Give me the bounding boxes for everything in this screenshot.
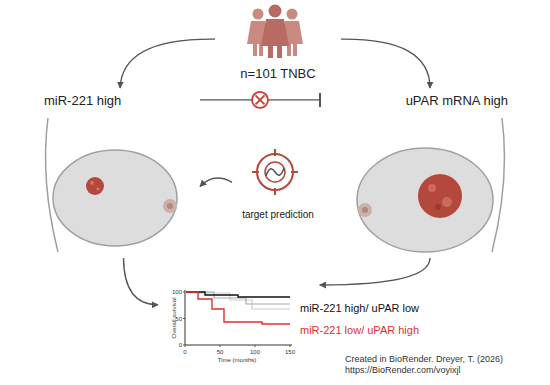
body xyxy=(261,19,289,58)
flow-arrow xyxy=(124,258,159,305)
areola xyxy=(163,199,177,213)
flow-arrow xyxy=(200,178,232,187)
breast-left xyxy=(46,118,177,252)
connector-path xyxy=(124,258,159,305)
flow-arrow xyxy=(120,39,215,88)
head xyxy=(287,9,298,20)
survival-curve xyxy=(186,292,290,304)
breast-right xyxy=(357,118,504,252)
areola xyxy=(358,203,372,217)
connector-path xyxy=(120,39,215,88)
breast xyxy=(53,150,177,246)
node-text: miR-221 high xyxy=(44,94,121,109)
crosshair xyxy=(252,149,298,195)
target-ring xyxy=(265,162,285,182)
target-ring xyxy=(257,154,293,190)
connector-path xyxy=(320,258,430,285)
breast xyxy=(357,148,493,252)
group-node: uPAR mRNA high xyxy=(320,88,520,258)
tick-label: 150 xyxy=(285,349,295,356)
node-text: miR-221 low/ uPAR high xyxy=(300,324,419,337)
node-text: miR-221 high/ uPAR low xyxy=(300,302,419,315)
nipple xyxy=(362,207,368,213)
head xyxy=(253,9,264,20)
chart-axes xyxy=(185,290,292,345)
connector-path xyxy=(341,39,430,88)
tick-label: 50 xyxy=(175,315,182,322)
survival-curve xyxy=(186,292,290,324)
node-text: n=101 TNBC xyxy=(215,67,341,82)
inhibition-line xyxy=(200,92,320,108)
blocked-symbol xyxy=(252,92,268,108)
tumor xyxy=(86,177,104,195)
tumor xyxy=(418,174,462,218)
axis-title: Time (months) xyxy=(218,357,256,364)
group-node: miR-221 high xyxy=(30,88,200,258)
connector-path xyxy=(200,178,232,187)
tick-label: 100 xyxy=(172,289,182,296)
survival-curve xyxy=(186,292,290,297)
blocked-cross xyxy=(256,95,265,104)
cohort-node: n=101 TNBC xyxy=(215,4,341,82)
tick-label: 100 xyxy=(250,349,260,356)
target-icon xyxy=(252,149,298,195)
tick-label: 50 xyxy=(217,349,224,356)
tumor-spot xyxy=(90,181,94,185)
node-text: uPAR mRNA high xyxy=(406,94,508,109)
head xyxy=(269,5,282,18)
tumor-spot xyxy=(435,204,441,210)
tick-label: 0 xyxy=(183,349,186,356)
tumor-spot xyxy=(96,187,99,190)
people-icon xyxy=(247,5,303,59)
tumor-spot xyxy=(428,184,436,192)
tumor-spot xyxy=(442,197,452,207)
flow-arrow xyxy=(320,258,430,285)
node-text: target prediction xyxy=(232,209,324,221)
credit-note: Created in BioRender. Dreyer, T. (2026) … xyxy=(345,354,545,376)
flow-arrow xyxy=(341,39,430,88)
chart-node: miR-221 high/ uPAR low miR-221 low/ uPAR … xyxy=(158,285,543,351)
survival-curve xyxy=(186,293,290,309)
survival-chart xyxy=(183,290,292,347)
torso-line xyxy=(492,118,504,252)
rna-strand xyxy=(266,168,284,176)
axis-ticks xyxy=(183,292,290,347)
tick-label: 0 xyxy=(179,342,182,349)
nipple xyxy=(167,203,173,209)
target-node: target prediction xyxy=(232,150,324,222)
